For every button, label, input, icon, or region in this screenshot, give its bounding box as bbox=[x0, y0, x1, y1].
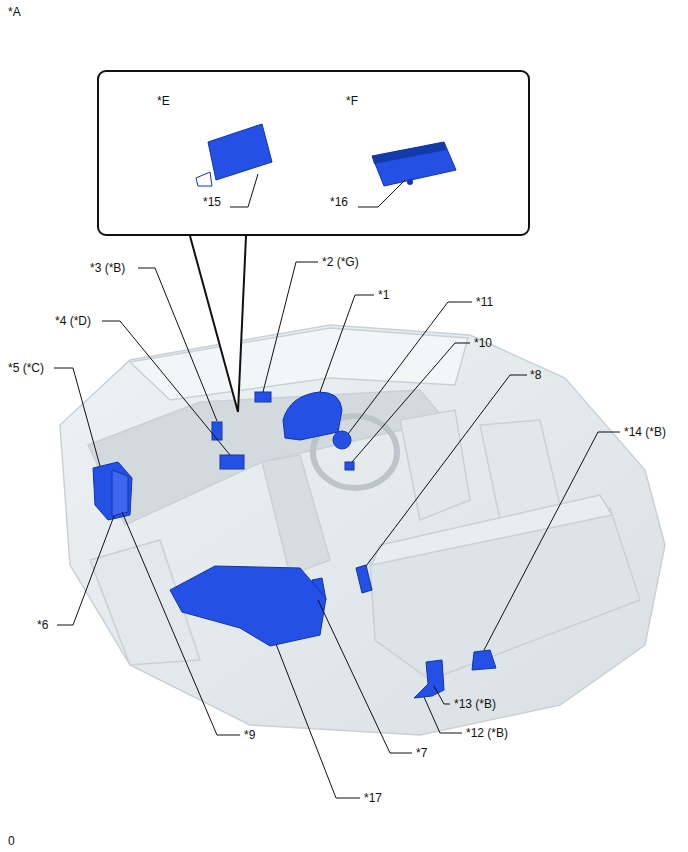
part-3 bbox=[212, 422, 222, 440]
part-12-13 bbox=[414, 660, 444, 698]
parts bbox=[93, 392, 496, 698]
seat-part bbox=[170, 566, 326, 646]
callout-number: *E bbox=[157, 94, 170, 108]
vehicle-interior bbox=[60, 325, 665, 735]
ecu-part bbox=[112, 470, 128, 516]
meter-part bbox=[283, 392, 342, 440]
callout-number: 0 bbox=[8, 834, 15, 848]
callout-number: *2 (*G) bbox=[322, 255, 359, 269]
callout-number: *4 (*D) bbox=[55, 314, 91, 328]
part-4 bbox=[220, 455, 244, 469]
part-10 bbox=[345, 462, 354, 470]
callout-number: *11 bbox=[476, 295, 493, 309]
callout-number: *5 (*C) bbox=[8, 361, 44, 375]
callout-number: *1 bbox=[378, 288, 389, 302]
part-14 bbox=[472, 650, 496, 670]
callout-number: *F bbox=[346, 94, 358, 108]
callout-number: *9 bbox=[244, 728, 255, 742]
callout-number: *14 (*B) bbox=[624, 425, 666, 439]
ecu-part bbox=[93, 462, 132, 520]
callout-number: *10 bbox=[474, 336, 492, 350]
callout-number: *13 (*B) bbox=[454, 697, 496, 711]
inset-callout bbox=[97, 70, 530, 412]
callout-number: *7 bbox=[416, 746, 427, 760]
callout-number: *A bbox=[8, 5, 21, 19]
callout-number: *3 (*B) bbox=[90, 261, 125, 275]
callout-number: *16 bbox=[330, 195, 348, 209]
inset-box: *E *15 *F *16 bbox=[97, 70, 530, 236]
leader-lines bbox=[54, 174, 620, 798]
part-2 bbox=[255, 392, 271, 402]
callout-number: *8 bbox=[530, 368, 541, 382]
callout-number: *6 bbox=[37, 618, 48, 632]
callout-number: *15 bbox=[203, 195, 221, 209]
callout-number: *12 (*B) bbox=[466, 726, 508, 740]
callout-number: *17 bbox=[364, 791, 382, 805]
part-8 bbox=[356, 565, 372, 593]
